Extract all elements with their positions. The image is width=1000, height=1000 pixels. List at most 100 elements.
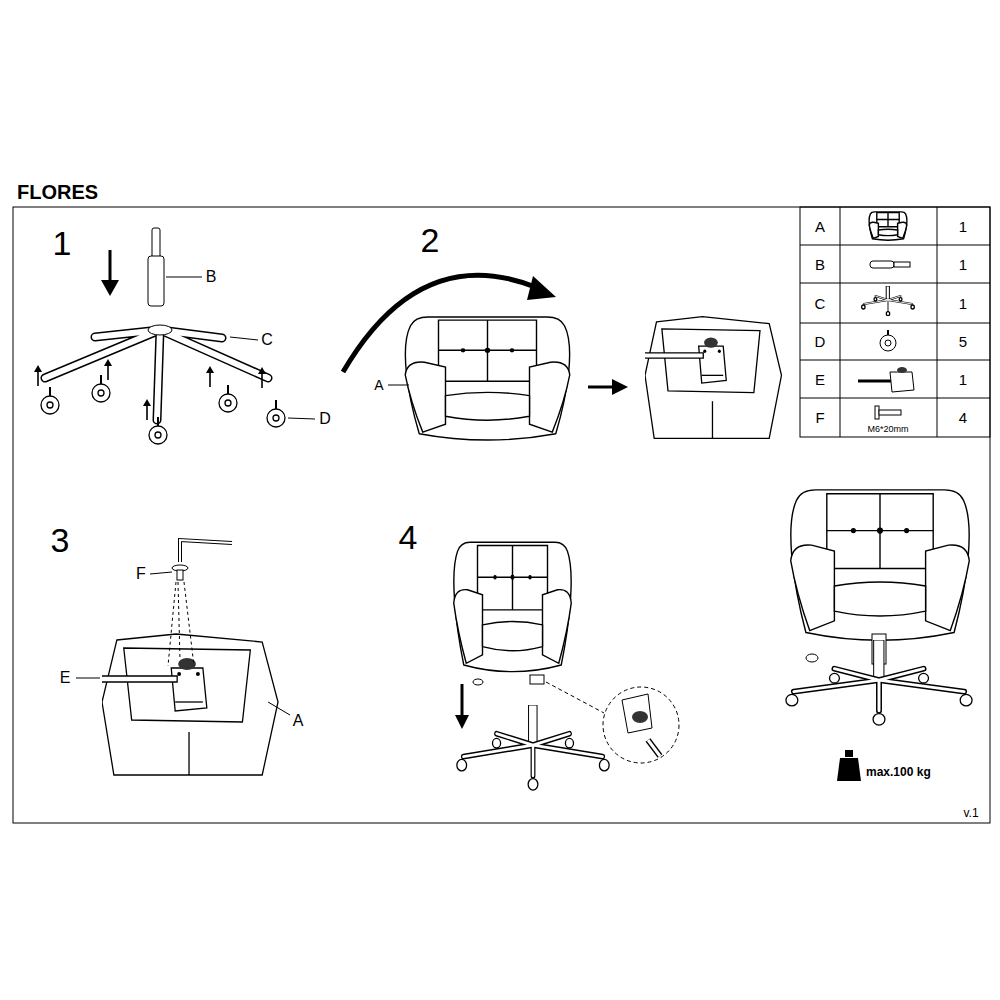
part-letter: E — [60, 670, 71, 686]
table-icons-part — [858, 380, 892, 383]
step4-illustration-part — [632, 711, 648, 723]
step4-illustration-part — [461, 684, 464, 718]
step3-illustration — [76, 540, 290, 775]
step3-illustration-part — [76, 678, 100, 679]
step4-illustration — [454, 542, 679, 790]
step2-illustration-part — [405, 317, 570, 440]
step1-illustration-part-part — [225, 400, 231, 406]
table-cell: 4 — [959, 410, 967, 425]
parts-table-part — [800, 207, 990, 437]
weight-icon-part — [837, 758, 861, 781]
weight-icon-part — [845, 750, 853, 757]
step1-illustration-part-part — [273, 415, 279, 421]
step1-illustration-part-part — [45, 330, 268, 420]
step1-illustration-part-part — [267, 409, 285, 427]
step1-illustration-part — [109, 250, 112, 283]
step1-illustration-part — [148, 256, 164, 306]
step4-illustration-part — [546, 682, 604, 713]
final-chair-part — [806, 654, 818, 662]
final-chair — [786, 490, 972, 725]
step3-illustration-part — [180, 540, 232, 562]
table-icons-part — [897, 367, 907, 373]
step4-illustration-part — [530, 675, 544, 684]
part-letter: A — [374, 378, 383, 392]
table-icons-part — [875, 406, 879, 419]
table-cell: A — [815, 219, 825, 234]
step1-illustration-part — [45, 330, 268, 420]
table-cell: 1 — [959, 296, 967, 311]
step1-illustration-part — [41, 375, 285, 444]
weight-limit: max.100 kg — [866, 766, 931, 778]
step1-illustration — [34, 228, 315, 444]
step-number: 1 — [53, 226, 72, 260]
part-letter: B — [206, 269, 217, 285]
frame — [13, 207, 990, 823]
step1-illustration-part-part — [143, 399, 151, 406]
table-icons-part — [862, 286, 915, 316]
step1-illustration-part-part — [155, 432, 161, 438]
step4-illustration-part — [454, 542, 572, 671]
step2-illustration — [343, 275, 781, 440]
step4-illustration-part — [473, 679, 483, 685]
step3-illustration-part — [268, 702, 290, 715]
step1-illustration-part-part — [45, 330, 268, 420]
table-icons-part — [887, 330, 889, 335]
step1-illustration-part-part — [258, 367, 266, 374]
step2-illustration-part — [642, 317, 782, 439]
table-cell: F — [815, 410, 824, 425]
step3-illustration-part — [180, 540, 232, 562]
version-note: v.1 — [963, 807, 978, 819]
step1-illustration-part-part — [92, 384, 110, 402]
table-icons — [858, 212, 914, 419]
step1-illustration-part-part — [206, 366, 214, 373]
table-icons-part — [880, 335, 896, 351]
parts-table — [800, 207, 990, 437]
final-chair-part — [786, 640, 972, 725]
frame-part — [13, 207, 990, 823]
table-cell: C — [815, 296, 826, 311]
step1-illustration-part-part — [34, 365, 42, 372]
table-icons-part — [870, 261, 894, 268]
part-letter: D — [319, 411, 331, 427]
step3-illustration-part — [98, 634, 278, 775]
step-number: 4 — [399, 520, 418, 554]
step2-illustration-part — [388, 385, 409, 386]
weight-icon — [837, 750, 861, 781]
part-letter: C — [261, 332, 273, 348]
table-icons-part — [894, 262, 910, 267]
table-icons-part — [885, 340, 891, 346]
step2-illustration-part — [612, 379, 628, 395]
chart-title: FLORES — [17, 182, 98, 202]
step1-illustration-part-part — [47, 402, 53, 408]
step4-illustration-part — [648, 740, 660, 756]
part-letter: F — [136, 566, 146, 582]
part-letter: A — [293, 713, 304, 729]
step4-illustration-part — [603, 687, 679, 763]
step4-illustration-part — [455, 715, 469, 729]
table-icons-part — [890, 372, 914, 392]
step-number: 3 — [51, 523, 70, 557]
step3-illustration-part — [177, 570, 183, 580]
step4-illustration-part — [457, 705, 609, 790]
step1-illustration-part-part — [98, 390, 104, 396]
step-number: 2 — [421, 223, 440, 257]
step2-illustration-part — [588, 386, 614, 389]
table-cell: 1 — [959, 257, 967, 272]
step1-illustration-part-part — [41, 396, 59, 414]
step1-illustration-part — [148, 325, 172, 335]
table-cell: B — [815, 257, 825, 272]
final-chair-part — [791, 490, 970, 640]
table-icons-part — [879, 410, 901, 415]
table-cell: 1 — [959, 219, 967, 234]
step1-illustration-part-part — [50, 375, 276, 426]
step3-illustration-part — [150, 572, 172, 574]
table-cell: 5 — [959, 334, 967, 349]
step3-illustration-part — [168, 582, 194, 666]
table-cell: D — [815, 334, 826, 349]
table-cell: M6*20mm — [867, 425, 908, 434]
table-icons-part — [869, 212, 907, 240]
step2-illustration-part — [527, 276, 556, 300]
step1-illustration-part — [166, 277, 202, 278]
table-cell: 1 — [959, 372, 967, 387]
